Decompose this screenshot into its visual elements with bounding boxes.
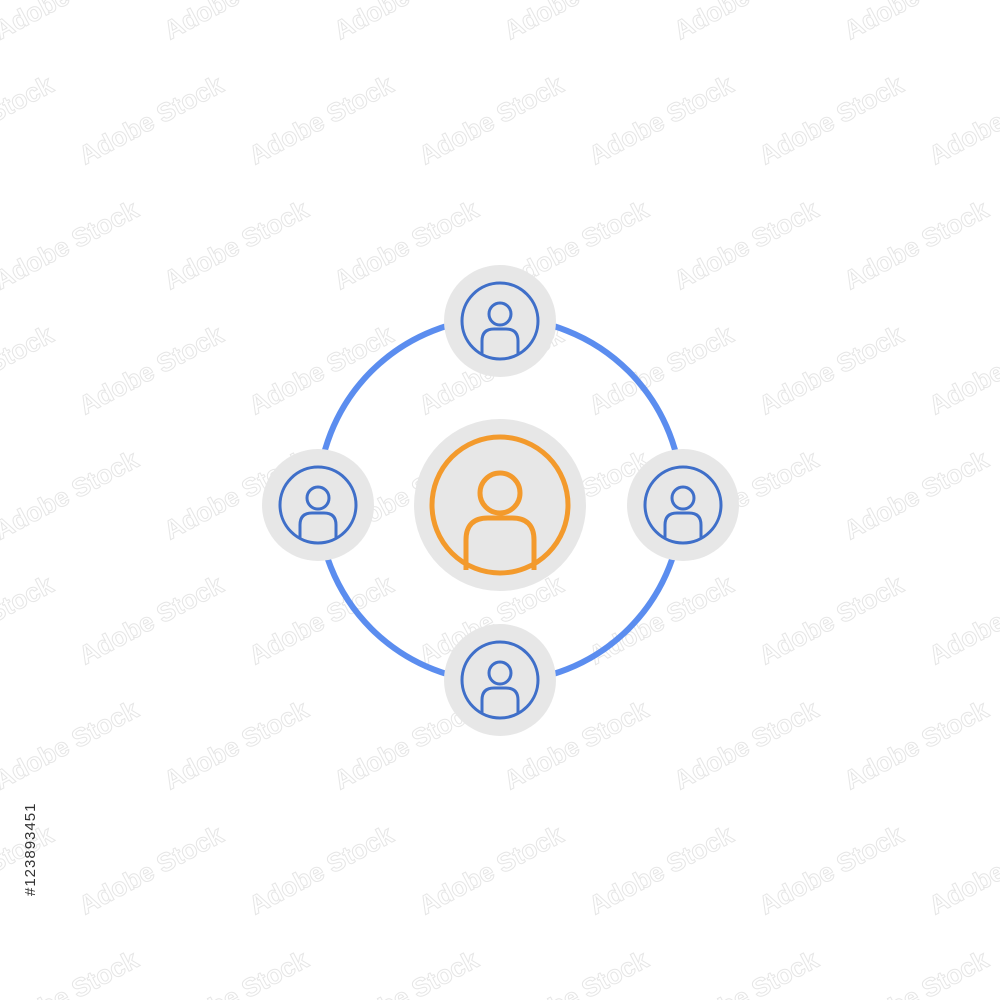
satellite-badge-ring (278, 465, 358, 545)
center-badge-background (414, 419, 586, 591)
user-icon (663, 485, 703, 539)
satellite-badge-ring (460, 281, 540, 361)
satellite-right (627, 449, 739, 561)
satellite-badge-ring (460, 640, 540, 720)
satellite-badge-background (444, 624, 556, 736)
stock-id-label: #123893451 (22, 802, 39, 896)
satellite-badge-ring (643, 465, 723, 545)
satellite-badge-background (262, 449, 374, 561)
user-icon (480, 301, 520, 355)
satellite-top (444, 265, 556, 377)
satellite-left (262, 449, 374, 561)
satellite-badge-background (444, 265, 556, 377)
center-badge-ring (429, 434, 571, 576)
user-icon (463, 470, 537, 570)
user-icon (480, 660, 520, 714)
user-icon (298, 485, 338, 539)
satellite-bottom (444, 624, 556, 736)
satellite-badge-background (627, 449, 739, 561)
center-user-node (414, 419, 586, 591)
